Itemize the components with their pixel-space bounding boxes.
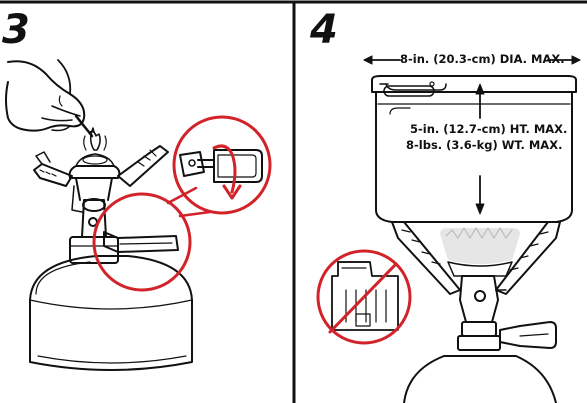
pot-support-arms: [33, 145, 169, 213]
step-number-3: 3: [2, 7, 30, 53]
diameter-label: 8-in. (20.3-cm) DIA. MAX.: [400, 52, 565, 66]
burner-flame: [440, 227, 520, 277]
valve-handle: [103, 231, 179, 253]
hand-holding-match: [5, 59, 97, 138]
detail-callout: [92, 115, 272, 292]
gas-canister: [29, 236, 193, 371]
panel-3-illustration: [5, 59, 272, 371]
zoomed-valve-handle: [179, 149, 263, 183]
panel-4-illustration: [316, 55, 581, 403]
step-number-4: 4: [310, 7, 338, 53]
stove-valve-body: [68, 153, 121, 238]
rotate-arrow-icon: [212, 144, 242, 200]
cookpot: [371, 75, 577, 223]
pot-supports: [391, 221, 561, 295]
diameter-arrow: [363, 55, 581, 65]
valve-handle-panel-4: [499, 321, 557, 349]
height-arrow: [475, 83, 485, 215]
gas-canister-top: [403, 355, 557, 403]
height-label: 5-in. (12.7-cm) HT. MAX.: [410, 122, 568, 136]
weight-label: 8-lbs. (3.6-kg) WT. MAX.: [406, 138, 563, 152]
prohibited-icon: [316, 249, 412, 345]
